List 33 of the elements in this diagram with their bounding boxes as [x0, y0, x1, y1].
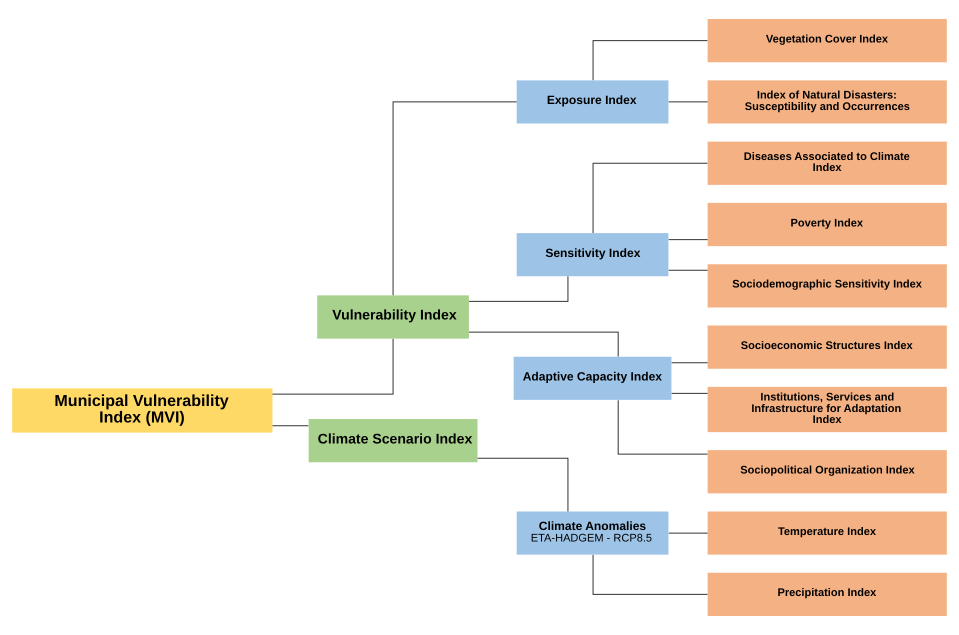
connector	[272, 338, 394, 395]
node-box: Adaptive Capacity Index	[514, 356, 672, 400]
connector	[672, 362, 708, 364]
connector	[668, 270, 708, 271]
node-box: Precipitation Index	[708, 572, 947, 616]
connector	[668, 101, 708, 102]
connector	[668, 239, 708, 240]
node-box: Sensitivity Index	[516, 233, 668, 276]
connector	[672, 392, 708, 394]
node-box: Vegetation Cover Index	[708, 19, 947, 62]
connector	[272, 425, 308, 426]
connector	[592, 40, 708, 80]
node-box: Index of Natural Disasters: Susceptibility and Occurrences	[708, 80, 947, 124]
node-box: Sociopolitical Organization Index	[708, 450, 947, 494]
connector	[668, 532, 708, 534]
node-box: Temperature Index	[708, 511, 947, 555]
connector	[618, 400, 708, 455]
node-box: Climate Scenario Index	[308, 419, 478, 462]
node-box: Municipal Vulnerability Index (MVI)	[12, 388, 272, 433]
connector	[469, 276, 568, 302]
connector	[592, 162, 708, 233]
connector	[592, 554, 708, 595]
node-box: Poverty Index	[708, 202, 947, 246]
node-box: Diseases Associated to Climate Index	[708, 142, 947, 185]
node-box: Exposure Index	[516, 80, 668, 124]
connector	[478, 458, 568, 512]
node-box: Climate Anomalies ETA-HADGEM - RCP8.5	[516, 511, 668, 555]
node-box: Vulnerability Index	[317, 295, 469, 339]
connector	[392, 101, 517, 296]
node-box: Sociodemographic Sensitivity Index	[708, 264, 947, 308]
node-box: Institutions, Services and Infrastructure for Adaptation Index	[708, 386, 947, 432]
node-box: Socioeconomic Structures Index	[708, 326, 947, 369]
connector	[468, 332, 619, 357]
